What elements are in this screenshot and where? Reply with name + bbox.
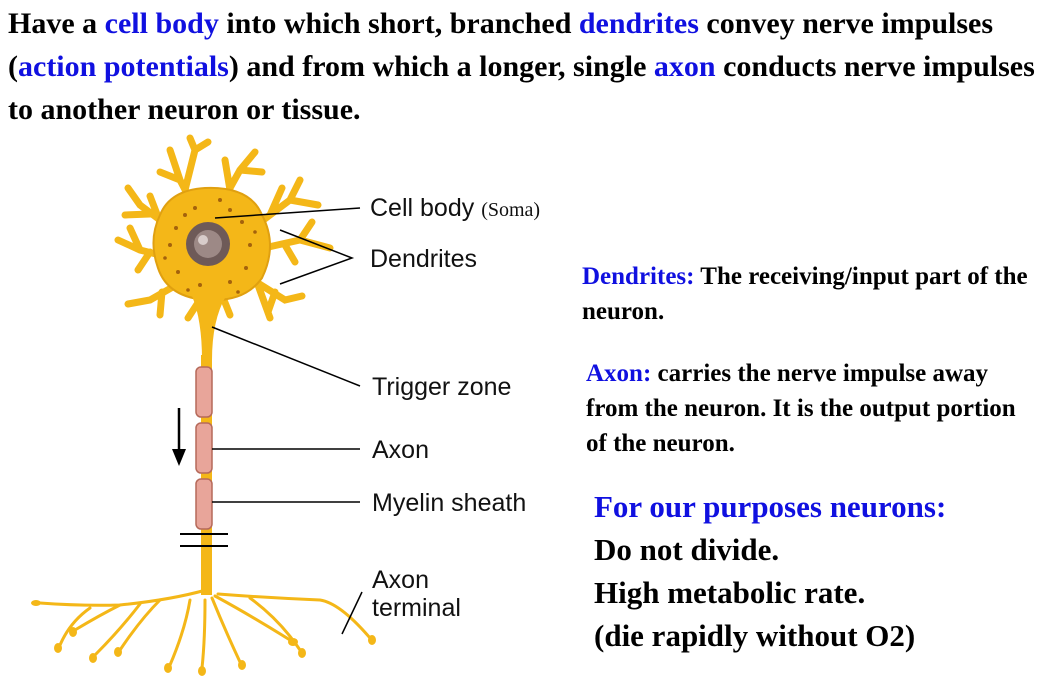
neuron-diagram xyxy=(31,134,376,676)
label-axon-terminal: Axon terminal xyxy=(372,566,461,622)
note-axon: Axon: carries the nerve impulse away fro… xyxy=(586,356,1016,461)
note-axon-text: carries the nerve impulse away from the … xyxy=(586,360,1016,457)
intro-paragraph: Have a cell body into which short, branc… xyxy=(8,2,1058,131)
axon-terminal-branches xyxy=(38,588,372,670)
keyword-dendrites: dendrites xyxy=(578,7,699,40)
intro-text-3: convey nerve impulses ( xyxy=(8,7,994,83)
intro-text-2: into which short, branched xyxy=(218,7,579,40)
label-dendrites: Dendrites xyxy=(370,245,477,273)
note-dendrites: Dendrites: The receiving/input part of t… xyxy=(582,259,1052,329)
purposes-block: For our purposes neurons: Do not divide.… xyxy=(594,485,946,657)
keyword-action-potentials: action potentials xyxy=(18,50,229,83)
myelin-segments xyxy=(195,366,213,530)
axon-shaft xyxy=(201,355,212,595)
label-axon-terminal-line1: Axon xyxy=(372,566,429,594)
label-cell-body: Cell body (Soma) xyxy=(370,194,540,224)
intro-text-4: ) and from which a longer, single xyxy=(228,50,654,83)
note-axon-term: Axon: xyxy=(586,360,652,387)
label-trigger-zone: Trigger zone xyxy=(372,373,512,401)
purposes-item: High metabolic rate. xyxy=(594,575,866,610)
intro-text-1: Have a xyxy=(8,7,105,40)
purposes-heading: For our purposes neurons: xyxy=(594,489,947,524)
purposes-item: (die rapidly without O2) xyxy=(594,618,916,653)
synaptic-knobs xyxy=(31,600,376,676)
intro-text-5: conducts nerve impulses to another neuro… xyxy=(8,50,1035,126)
purposes-item: Do not divide. xyxy=(594,532,780,567)
leader-lines xyxy=(211,207,363,635)
nucleus xyxy=(186,222,230,266)
keyword-axon: axon xyxy=(653,50,716,83)
axon-break-symbol xyxy=(180,533,228,547)
nissl-speckles xyxy=(163,198,257,294)
impulse-direction-arrow xyxy=(172,408,186,466)
label-myelin-sheath: Myelin sheath xyxy=(372,489,527,517)
note-dendrites-text: The receiving/input part of the neuron. xyxy=(582,263,1028,325)
note-dendrites-term: Dendrites: xyxy=(582,263,695,290)
axon-hillock xyxy=(192,296,226,360)
keyword-cell-body: cell body xyxy=(104,7,219,40)
label-axon: Axon xyxy=(372,436,429,464)
label-soma: (Soma) xyxy=(481,199,541,221)
label-cell-body-text: Cell body xyxy=(370,194,475,222)
label-axon-terminal-line2: terminal xyxy=(372,594,461,622)
